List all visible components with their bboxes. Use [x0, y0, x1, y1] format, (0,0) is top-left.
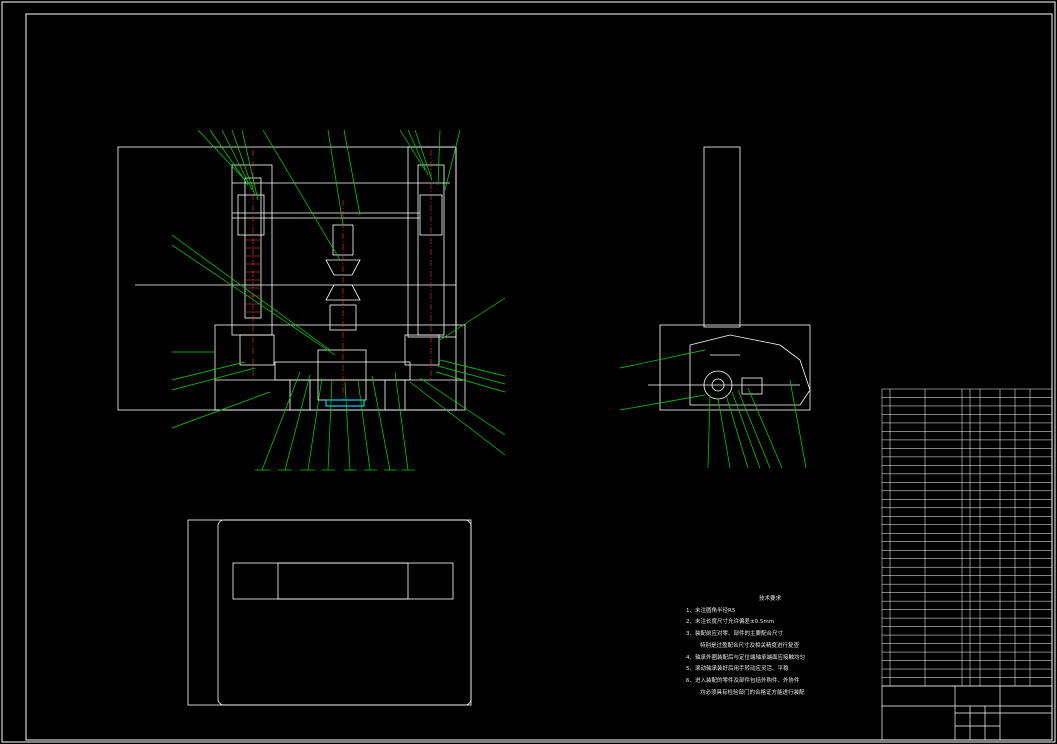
note-item: 6、进入装配的零件及部件包括外购件、外协件 [686, 677, 800, 684]
note-item: 均必须具有检验部门的合格证方能进行装配 [700, 689, 805, 696]
note-item: 3、装配前应对零、部件的主要配合尺寸 [686, 631, 784, 638]
side-view [648, 146, 811, 411]
highlight-part [325, 399, 365, 407]
notes-title: 技术要求 [758, 596, 781, 602]
front-view-leaders [171, 129, 506, 471]
note-item: 1、未注圆角半径R5 [686, 607, 736, 614]
note-item: 4、轴承外圈装配后与定位端轴承端面应接触均匀 [686, 654, 806, 661]
side-view-leaders [619, 349, 807, 469]
parts-list [881, 388, 1053, 687]
front-view [117, 146, 466, 411]
note-item: 5、滚动轴承装好后用手转动应灵活、平稳 [686, 666, 789, 673]
top-view [187, 519, 472, 706]
title-block [881, 685, 1053, 741]
note-item: 特别是过盈配合尺寸及相关精度进行复查 [700, 642, 800, 649]
technical-requirements: 技术要求 1、未注圆角半径R5 2、未注长度尺寸允许偏差±0.5mm 3、装配前… [686, 594, 886, 699]
note-item: 2、未注长度尺寸允许偏差±0.5mm [686, 619, 775, 626]
